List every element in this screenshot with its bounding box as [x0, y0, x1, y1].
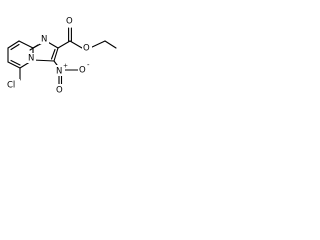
atom-cl: Cl: [7, 81, 15, 91]
atom-n-nitro: N: [56, 67, 62, 77]
nitro-charge-plus: +: [63, 63, 68, 70]
bond-c3-n4: [32, 59, 55, 62]
bond-c2-c3: [53, 47, 59, 62]
atom-n-bridgehead: N: [28, 54, 34, 64]
bond-carbonyl-o-ester: [69, 40, 83, 49]
atom-o-nitro-down: O: [56, 86, 63, 96]
bond-c8-c7: [7, 40, 20, 49]
atom-o-ester: O: [83, 44, 90, 54]
atom-label-layer: Cl N N O O N + O - O: [7, 15, 92, 96]
bond-c6-c5-inner: [10, 59, 21, 66]
bond-ch2-ch3: [104, 40, 117, 49]
atom-o-nitro-right: O: [79, 66, 86, 76]
molecule-structure: Cl N N O O N + O - O: [7, 15, 117, 96]
atom-n-imidazole: N: [41, 35, 47, 45]
bond-c2-carbonyl: [57, 40, 71, 49]
bond-c8-c7-inner: [10, 43, 20, 51]
atom-o-carbonyl: O: [66, 17, 73, 27]
bond-c2-c3-inner: [50, 48, 56, 60]
bond-c8a-c8: [18, 40, 34, 49]
bond-c6-c5: [7, 61, 21, 69]
bond-o-ch2: [89, 40, 106, 49]
nitro-charge-minus: -: [87, 61, 90, 69]
